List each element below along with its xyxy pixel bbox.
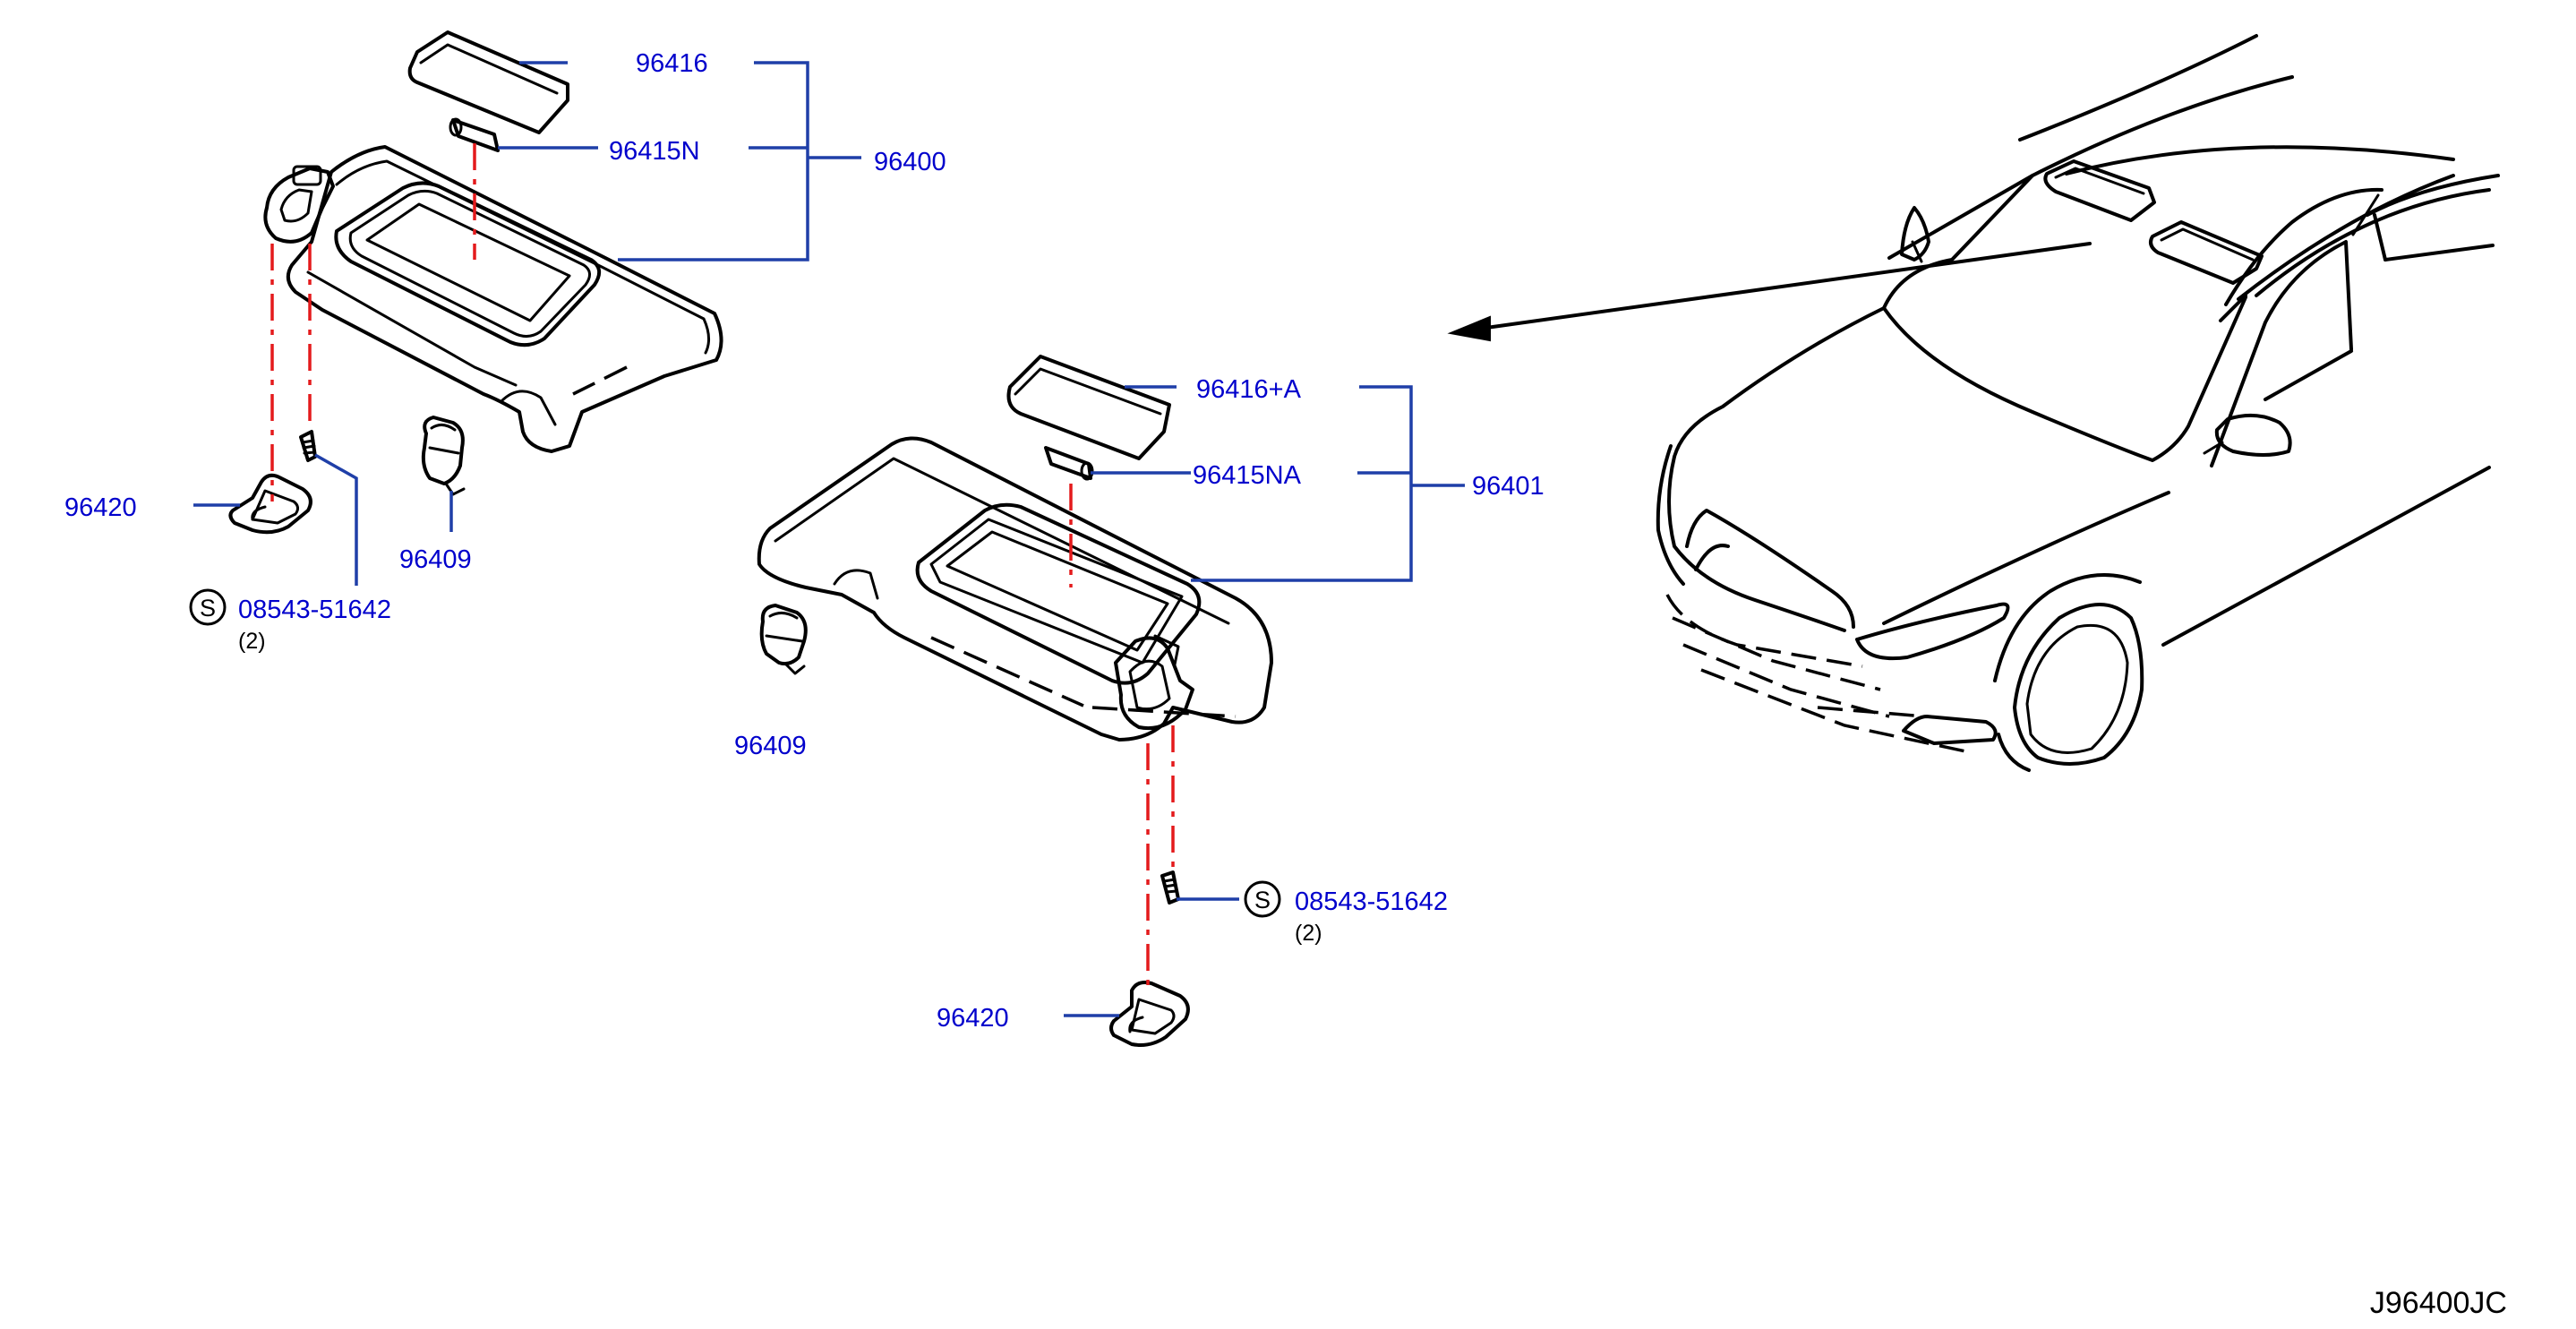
label-96416A: 96416+A [1196, 375, 1302, 404]
sun-visor-left [263, 145, 723, 453]
label-screw-left: 08543-51642 [238, 596, 391, 624]
screw-symbol-left-text: S [200, 595, 216, 622]
label-screw-right-qty: (2) [1295, 921, 1322, 946]
lamp-bulb-left [449, 117, 500, 152]
arrow-pointer [1485, 242, 2092, 330]
label-96400: 96400 [874, 148, 946, 176]
label-screw-right: 08543-51642 [1295, 887, 1448, 916]
label-96401: 96401 [1472, 472, 1545, 501]
vanity-mirror-cover-right [1006, 355, 1171, 460]
label-96409-right: 96409 [734, 732, 807, 760]
label-96416: 96416 [636, 49, 708, 78]
sun-visor-right [757, 436, 1273, 742]
vanity-mirror-cover-left [407, 30, 569, 134]
leader-96416 [519, 61, 809, 158]
screw-right [1160, 870, 1180, 905]
screw-left [299, 430, 317, 462]
clip-96420-right [1109, 981, 1190, 1047]
sun-visor-holder-left [421, 416, 466, 496]
leader-screw-left [314, 453, 358, 586]
vehicle-illustration [1447, 34, 2500, 772]
label-screw-left-qty: (2) [238, 629, 266, 654]
diagram-code: J96400JC [2370, 1286, 2507, 1320]
sun-visor-holder-right [759, 604, 808, 675]
leader-96401 [1191, 484, 1465, 582]
leader-96400 [618, 156, 861, 262]
label-96415NA: 96415NA [1193, 461, 1302, 490]
screw-symbol-left: S [189, 588, 227, 626]
label-96409-left: 96409 [399, 545, 472, 574]
label-96415N: 96415N [609, 137, 700, 166]
leader-96416A [1125, 385, 1413, 485]
screw-symbol-right: S [1244, 880, 1281, 918]
label-96420-right: 96420 [937, 1004, 1009, 1033]
label-96420-left: 96420 [64, 493, 137, 522]
clip-96420-left [228, 473, 312, 535]
screw-symbol-right-text: S [1254, 887, 1271, 913]
lamp-bulb-right [1044, 446, 1094, 481]
